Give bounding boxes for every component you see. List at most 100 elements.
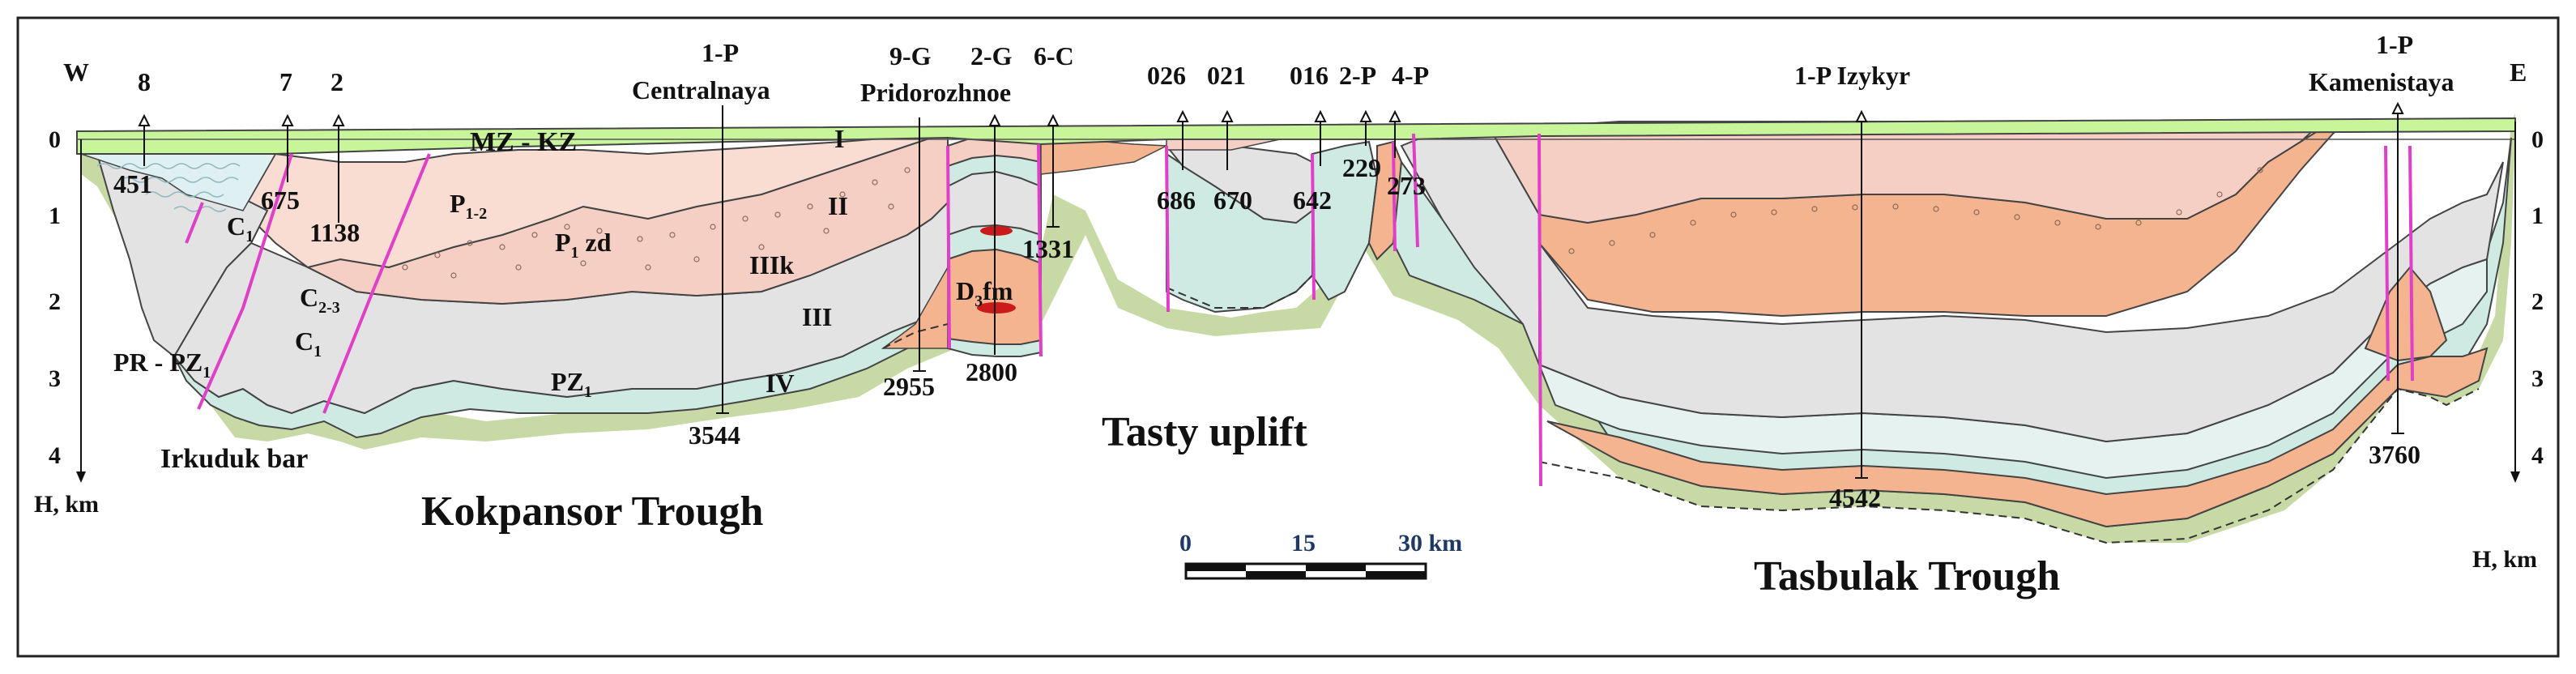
fault-pridorozhnoe-west xyxy=(946,145,951,349)
fault-c1 xyxy=(185,202,204,244)
horizon-I: I xyxy=(834,124,844,153)
well-name-016: 016 xyxy=(1290,61,1329,90)
east-dot-pattern xyxy=(1568,167,2263,254)
label-kokpansor-trough: Kokpansor Trough xyxy=(421,488,764,535)
faults xyxy=(185,133,2414,487)
fault-pridorozhnoe-east xyxy=(1037,143,1043,357)
fault-tasty-east2 xyxy=(1412,133,1419,248)
well-name-026: 026 xyxy=(1147,61,1186,90)
fault-tasbulak-west xyxy=(1537,133,1542,487)
horizon-IV: IV xyxy=(766,369,795,398)
scale-bar: 0 15 30 km xyxy=(1179,530,1462,580)
unit-c1-lower: C1 xyxy=(295,326,322,360)
horizon-II: II xyxy=(828,191,848,220)
fault-irkuduk-west xyxy=(197,153,293,410)
depth-unit-left: H, km xyxy=(34,491,99,518)
well-name-pridorozhnoe: Pridorozhnoe xyxy=(860,78,1011,107)
depth-tick-0-right: 0 xyxy=(2531,126,2544,153)
depth-unit-right: H, km xyxy=(2472,546,2537,573)
well-depth-9g: 2955 xyxy=(883,372,935,401)
horizon-III: III xyxy=(802,302,832,331)
depth-tick-2-right: 2 xyxy=(2531,288,2544,315)
scale-label-30: 30 km xyxy=(1398,530,1462,557)
well-name-centralnaya-line1: 1-P xyxy=(702,38,739,67)
depth-tick-3-right: 3 xyxy=(2531,365,2544,392)
scale-seg-4 xyxy=(1366,571,1426,578)
unit-prpz: PR - PZ1 xyxy=(113,348,211,382)
well-name-6c: 6-C xyxy=(1034,41,1074,70)
well-name-izykyr: 1-P Izykyr xyxy=(1794,61,1910,90)
depth-axis-right: 0 1 2 3 4 H, km xyxy=(2472,122,2544,573)
well-depth-2p: 229 xyxy=(1342,153,1381,182)
scale-seg-3 xyxy=(1306,564,1366,571)
well-name-9g: 9-G xyxy=(889,41,932,70)
dashed-base-west xyxy=(1166,275,1313,309)
scale-label-0: 0 xyxy=(1179,530,1192,557)
well-name-2: 2 xyxy=(331,67,343,96)
well-depth-kamenistaya: 3760 xyxy=(2369,440,2420,469)
unit-p12: P1-2 xyxy=(450,189,487,223)
layer-gray-east xyxy=(1538,161,2504,443)
label-tasbulak-trough: Tasbulak Trough xyxy=(1754,553,2060,599)
direction-west: W xyxy=(63,58,89,87)
scale-seg-1 xyxy=(1186,564,1246,571)
well-name-kamenistaya-line2: Kamenistaya xyxy=(2309,67,2454,96)
well-depth-7: 675 xyxy=(261,186,300,215)
fault-kamenistaya-east xyxy=(2408,145,2414,382)
well-depth-centralnaya: 3544 xyxy=(689,420,740,450)
well-name-7: 7 xyxy=(279,67,292,96)
depth-axis-left: 0 1 2 3 4 H, km xyxy=(34,126,99,518)
well-name-2p: 2-P xyxy=(1339,61,1376,90)
depth-tick-2-left: 2 xyxy=(49,288,61,315)
depth-tick-4-right: 4 xyxy=(2531,442,2544,469)
unit-pz1: PZ1 xyxy=(551,367,592,401)
well-depth-2g: 2800 xyxy=(966,357,1017,386)
fault-tasty-west xyxy=(1165,145,1170,313)
well-depth-026: 686 xyxy=(1157,186,1196,215)
well-name-kamenistaya-line1: 1-P xyxy=(2376,30,2413,59)
fault-tasty-east1 xyxy=(1392,141,1397,252)
well-depth-016: 642 xyxy=(1293,186,1332,215)
unit-c23: C2-3 xyxy=(300,283,340,317)
label-irkuduk-bar: Irkuduk bar xyxy=(160,444,308,474)
well-name-021: 021 xyxy=(1207,61,1246,90)
depth-tick-1-left: 1 xyxy=(49,203,61,229)
well-arrowheads xyxy=(138,101,2404,126)
fault-tasty-mid xyxy=(1311,153,1316,301)
unit-c1-upper: C1 xyxy=(227,211,254,245)
well-bottom-ticks xyxy=(716,226,2404,479)
well-depth-6c: 1331 xyxy=(1022,234,1074,263)
well-depth-4p: 273 xyxy=(1387,171,1426,200)
unit-mzkz: MZ - KZ xyxy=(470,127,577,157)
dashed-base-kokpansor xyxy=(882,323,949,349)
well-name-centralnaya-line2: Centralnaya xyxy=(632,75,770,105)
unit-d3fm: D3fm xyxy=(956,276,1013,310)
well-name-2g: 2-G xyxy=(970,41,1013,70)
fault-irkuduk-east xyxy=(322,153,431,414)
kamenistaya-anticline xyxy=(2364,266,2448,362)
layer-orange-east-lower xyxy=(1546,347,2489,528)
dashed-base-east xyxy=(1538,387,2480,544)
depth-tick-0-left: 0 xyxy=(49,126,61,153)
well-depth-021: 670 xyxy=(1213,186,1252,215)
scale-label-15: 15 xyxy=(1291,530,1316,557)
oil-lens-upper xyxy=(980,226,1013,236)
scale-seg-2 xyxy=(1246,571,1306,578)
p1zd-dot-pattern xyxy=(402,167,911,279)
well-lines xyxy=(143,105,2399,478)
direction-east: E xyxy=(2510,58,2527,87)
well-depth-2: 1138 xyxy=(309,218,360,247)
depth-tick-4-left: 4 xyxy=(49,442,61,469)
label-tasty-uplift: Tasty uplift xyxy=(1102,409,1308,455)
well-name-8: 8 xyxy=(138,67,151,96)
unit-p1zd: P1 zd xyxy=(555,228,612,262)
basement-halo xyxy=(81,113,2515,543)
oil-lens-lower xyxy=(977,302,1016,314)
well-depth-8: 451 xyxy=(113,169,152,198)
well-depth-izykyr: 4542 xyxy=(1829,483,1881,512)
fault-kamenistaya-west xyxy=(2384,145,2390,382)
depth-tick-1-right: 1 xyxy=(2531,203,2544,229)
depth-tick-3-left: 3 xyxy=(49,365,61,392)
